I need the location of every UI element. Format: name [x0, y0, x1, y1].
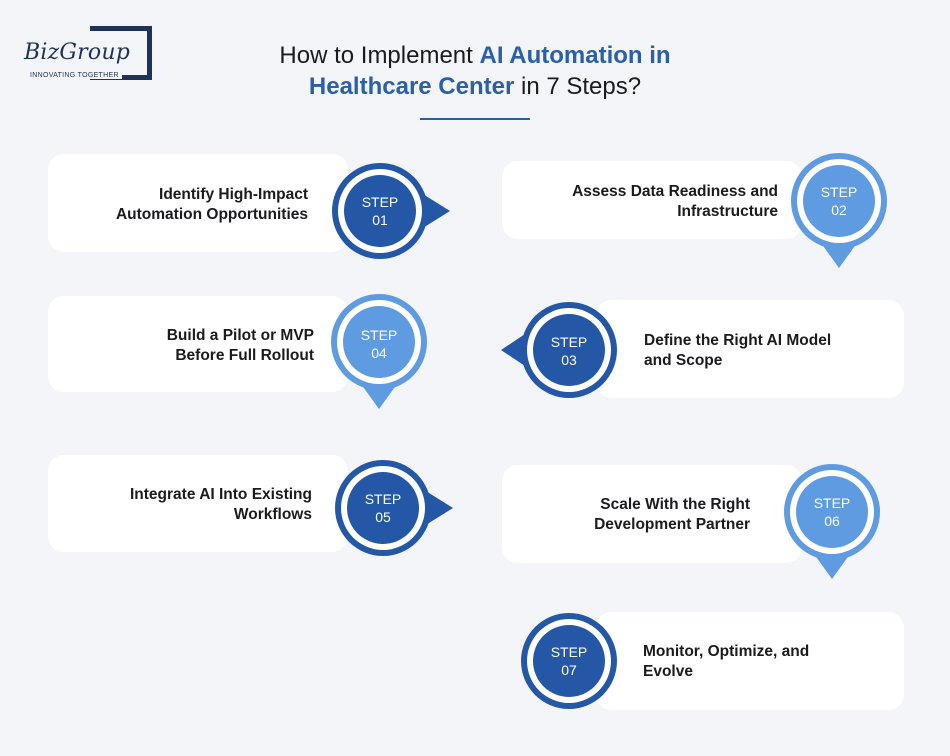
step-03-badge: STEP 03 [501, 302, 617, 398]
step-03-line-1: Define the Right AI Model [644, 332, 832, 349]
step-01-badge: STEP 01 [332, 163, 450, 259]
step-06-line-1: Scale With the Right [600, 496, 750, 513]
step-04-word: STEP [360, 327, 398, 343]
step-01-badge-graphic [332, 163, 450, 259]
logo-tagline: INNOVATING TOGETHER [30, 72, 122, 79]
step-06-badge-graphic [784, 464, 880, 579]
step-06-word: STEP [813, 495, 851, 511]
step-02-badge: STEP 02 [791, 153, 887, 268]
step-02-number: 02 [831, 202, 847, 218]
step-03-badge-graphic [501, 302, 617, 398]
step-03-card [596, 300, 904, 398]
step-04-card [48, 296, 348, 392]
step-05-text: Integrate AI Into Existing Workflows [64, 485, 312, 525]
step-07-text: Monitor, Optimize, and Evolve [643, 642, 883, 682]
step-02-label: STEP 02 [791, 183, 887, 219]
step-02-card [502, 161, 802, 239]
title-part-2: in 7 Steps? [514, 73, 642, 100]
title-underline [420, 118, 530, 120]
step-04-badge-graphic [331, 294, 427, 409]
step-05-badge: STEP 05 [335, 460, 453, 556]
title-highlight-1: AI Automation in [479, 42, 671, 69]
step-06-number: 06 [824, 513, 840, 529]
page-title: How to Implement AI Automation in Health… [190, 40, 760, 102]
step-04-number: 04 [371, 345, 387, 361]
step-07-badge-graphic [521, 613, 617, 709]
step-01-label: STEP 01 [332, 193, 428, 229]
step-05-label: STEP 05 [335, 490, 431, 526]
step-07-number: 07 [561, 662, 577, 678]
title-part-1: How to Implement [279, 42, 480, 69]
company-logo: BizGroup INNOVATING TOGETHER [24, 26, 156, 84]
step-02-line-1: Assess Data Readiness and [572, 183, 778, 200]
step-03-text: Define the Right AI Model and Scope [644, 331, 884, 371]
step-01-line-1: Identify High-Impact [159, 186, 308, 203]
step-01-text: Identify High-Impact Automation Opportun… [60, 185, 308, 225]
step-01-number: 01 [372, 212, 388, 228]
logo-name: BizGroup [24, 40, 132, 65]
step-07-line-2: Evolve [643, 663, 693, 680]
step-07-card [596, 612, 904, 710]
step-04-label: STEP 04 [331, 326, 427, 362]
step-06-label: STEP 06 [784, 494, 880, 530]
title-highlight-2: Healthcare Center [308, 73, 515, 100]
step-06-card [502, 465, 802, 563]
step-03-line-2: and Scope [644, 352, 723, 369]
step-06-text: Scale With the Right Development Partner [502, 495, 750, 535]
step-01-word: STEP [361, 194, 399, 210]
step-01-line-2: Automation Opportunities [115, 206, 308, 223]
step-07-label: STEP 07 [521, 643, 617, 679]
step-05-word: STEP [364, 491, 402, 507]
step-04-badge: STEP 04 [331, 294, 427, 409]
step-06-line-2: Development Partner [594, 516, 750, 533]
step-07-badge: STEP 07 [521, 613, 617, 709]
step-07-line-1: Monitor, Optimize, and [643, 643, 810, 660]
step-02-badge-graphic [791, 153, 887, 268]
step-04-line-2: Before Full Rollout [175, 347, 314, 364]
step-05-line-2: Workflows [233, 506, 312, 523]
step-07-word: STEP [550, 644, 588, 660]
step-05-card [48, 455, 348, 552]
step-05-number: 05 [375, 509, 391, 525]
step-04-line-1: Build a Pilot or MVP [166, 327, 314, 344]
step-02-word: STEP [820, 184, 858, 200]
step-03-word: STEP [550, 334, 588, 350]
step-03-label: STEP 03 [521, 333, 617, 369]
step-05-badge-graphic [335, 460, 453, 556]
step-03-number: 03 [561, 352, 577, 368]
step-04-text: Build a Pilot or MVP Before Full Rollout [66, 326, 314, 366]
step-05-line-1: Integrate AI Into Existing [130, 486, 312, 503]
step-02-line-2: Infrastructure [677, 203, 778, 220]
step-02-text: Assess Data Readiness and Infrastructure [530, 182, 778, 222]
step-06-badge: STEP 06 [784, 464, 880, 579]
step-01-card [48, 154, 348, 252]
